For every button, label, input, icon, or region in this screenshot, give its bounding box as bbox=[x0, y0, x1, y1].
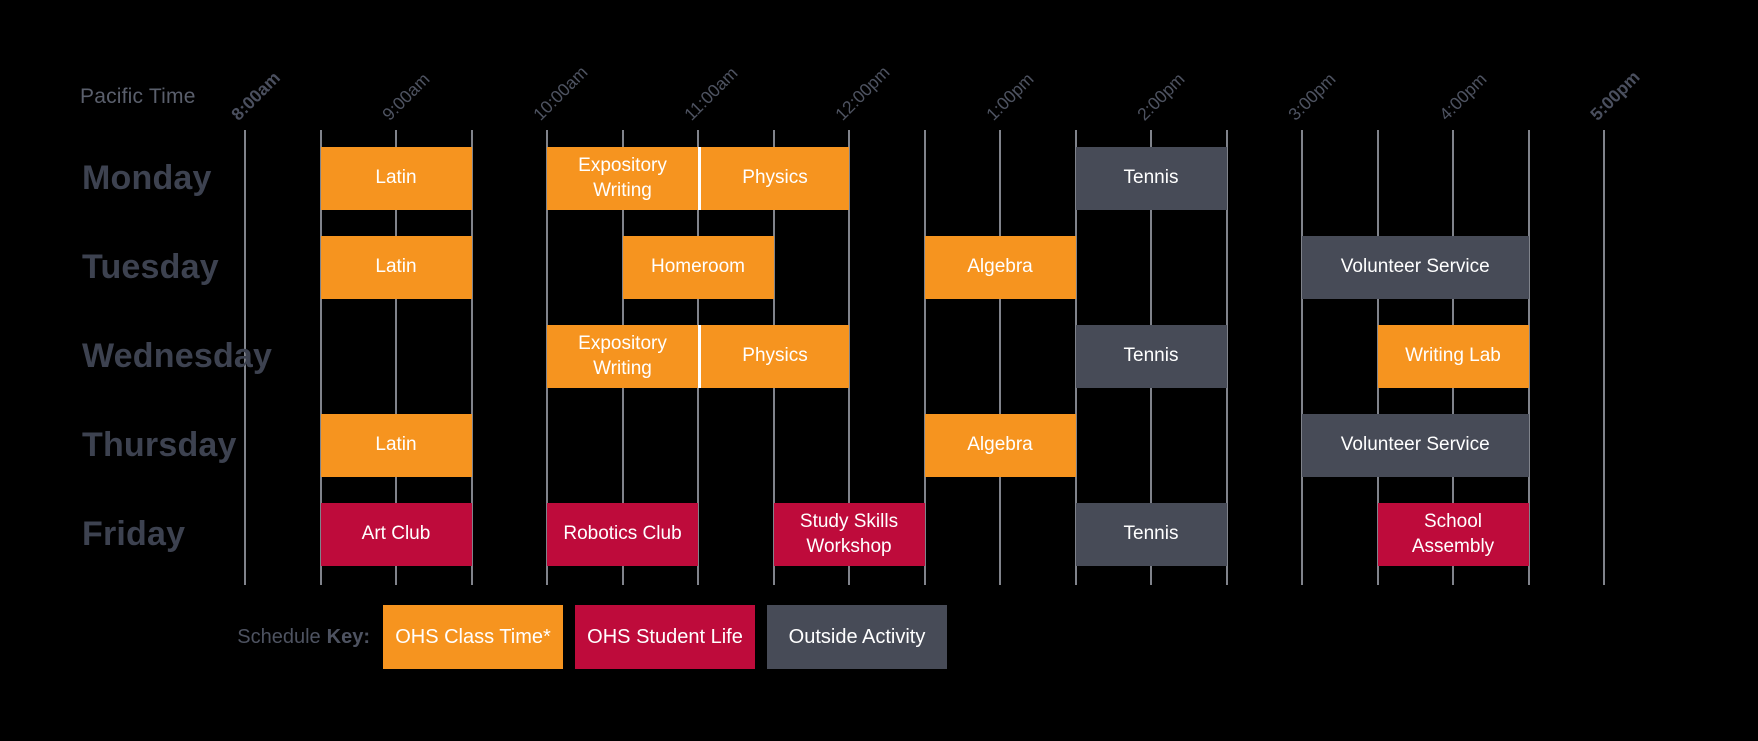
time-gridline bbox=[1527, 130, 1530, 585]
schedule-event-block: Algebra bbox=[924, 236, 1076, 299]
event-label: School Assembly bbox=[1411, 510, 1495, 557]
schedule-event-block: Expository Writing bbox=[547, 325, 698, 388]
time-tick-label: 11:00am bbox=[680, 62, 742, 125]
event-label: Study Skills Workshop bbox=[799, 510, 899, 557]
time-gridline bbox=[999, 130, 1001, 585]
schedule-event-block: Study Skills Workshop bbox=[773, 503, 925, 566]
schedule-event-block: Latin bbox=[320, 236, 472, 299]
event-label: Writing Lab bbox=[1405, 345, 1501, 367]
event-label: Volunteer Service bbox=[1340, 256, 1490, 278]
event-label: Tennis bbox=[1123, 523, 1179, 545]
time-gridline bbox=[848, 130, 850, 585]
time-gridline bbox=[923, 130, 926, 585]
time-tick-label: 9:00am bbox=[378, 68, 434, 125]
legend-swatch-label: OHS Student Life bbox=[587, 625, 743, 648]
legend-swatch-label: OHS Class Time* bbox=[395, 625, 551, 648]
schedule-event-block: Tennis bbox=[1075, 503, 1227, 566]
schedule-event-block: Writing Lab bbox=[1377, 325, 1529, 388]
event-label: Latin bbox=[375, 256, 417, 278]
day-row-label: Friday bbox=[82, 515, 186, 553]
schedule-event-block: School Assembly bbox=[1377, 503, 1529, 566]
schedule-event-block: Algebra bbox=[924, 414, 1076, 477]
day-row-label: Monday bbox=[82, 159, 212, 197]
event-label: Homeroom bbox=[651, 256, 745, 278]
event-label: Volunteer Service bbox=[1340, 434, 1490, 456]
day-row-label: Thursday bbox=[82, 426, 237, 464]
event-label: Tennis bbox=[1123, 345, 1179, 367]
time-gridline bbox=[470, 130, 473, 585]
event-label: Latin bbox=[375, 434, 417, 456]
event-label: Algebra bbox=[967, 256, 1033, 278]
time-gridline bbox=[319, 130, 322, 585]
event-label: Expository Writing bbox=[578, 154, 667, 201]
schedule-event-block: Tennis bbox=[1075, 325, 1227, 388]
event-label: Algebra bbox=[967, 434, 1033, 456]
schedule-event-block: Tennis bbox=[1075, 147, 1227, 210]
schedule-event-block: Homeroom bbox=[622, 236, 774, 299]
time-gridline bbox=[244, 130, 246, 585]
schedule-event-block: Physics bbox=[698, 325, 849, 388]
schedule-event-block: Volunteer Service bbox=[1302, 236, 1529, 299]
event-label: Art Club bbox=[361, 523, 431, 545]
time-tick-label: 8:00am bbox=[227, 67, 284, 125]
event-label: Latin bbox=[375, 167, 417, 189]
event-label: Expository Writing bbox=[578, 332, 667, 379]
time-tick-label: 4:00pm bbox=[1435, 68, 1491, 125]
time-gridline bbox=[1603, 130, 1605, 585]
time-tick-label: 3:00pm bbox=[1284, 68, 1340, 125]
legend-title: Schedule Key: bbox=[150, 605, 370, 669]
time-tick-label: 12:00pm bbox=[831, 61, 894, 125]
schedule-event-block: Latin bbox=[320, 147, 472, 210]
time-tick-label: 2:00pm bbox=[1133, 68, 1189, 125]
schedule-event-block: Art Club bbox=[320, 503, 472, 566]
legend-swatch-class: OHS Class Time* bbox=[383, 605, 563, 669]
schedule-event-block: Robotics Club bbox=[547, 503, 698, 566]
day-row-label: Tuesday bbox=[82, 248, 219, 286]
event-label: Physics bbox=[742, 167, 808, 189]
legend-swatch-outside: Outside Activity bbox=[767, 605, 947, 669]
event-label: Robotics Club bbox=[563, 523, 682, 545]
timezone-label: Pacific Time bbox=[80, 85, 196, 108]
day-row-label: Wednesday bbox=[82, 337, 273, 375]
time-tick-label: 5:00pm bbox=[1586, 66, 1644, 125]
legend-swatch-label: Outside Activity bbox=[788, 625, 926, 648]
schedule-event-block: Volunteer Service bbox=[1302, 414, 1529, 477]
time-gridline bbox=[1301, 130, 1303, 585]
schedule-event-block: Physics bbox=[698, 147, 849, 210]
event-label: Physics bbox=[742, 345, 808, 367]
schedule-event-block: Latin bbox=[320, 414, 472, 477]
time-gridline bbox=[395, 130, 397, 585]
time-gridline bbox=[1225, 130, 1228, 585]
legend-title-bold: Key: bbox=[326, 625, 370, 648]
legend-swatch-student_life: OHS Student Life bbox=[575, 605, 755, 669]
time-tick-label: 1:00pm bbox=[982, 68, 1038, 125]
legend-title-regular: Schedule bbox=[237, 625, 321, 648]
time-tick-label: 10:00am bbox=[529, 61, 592, 125]
schedule-event-block: Expository Writing bbox=[547, 147, 698, 210]
event-label: Tennis bbox=[1123, 167, 1179, 189]
